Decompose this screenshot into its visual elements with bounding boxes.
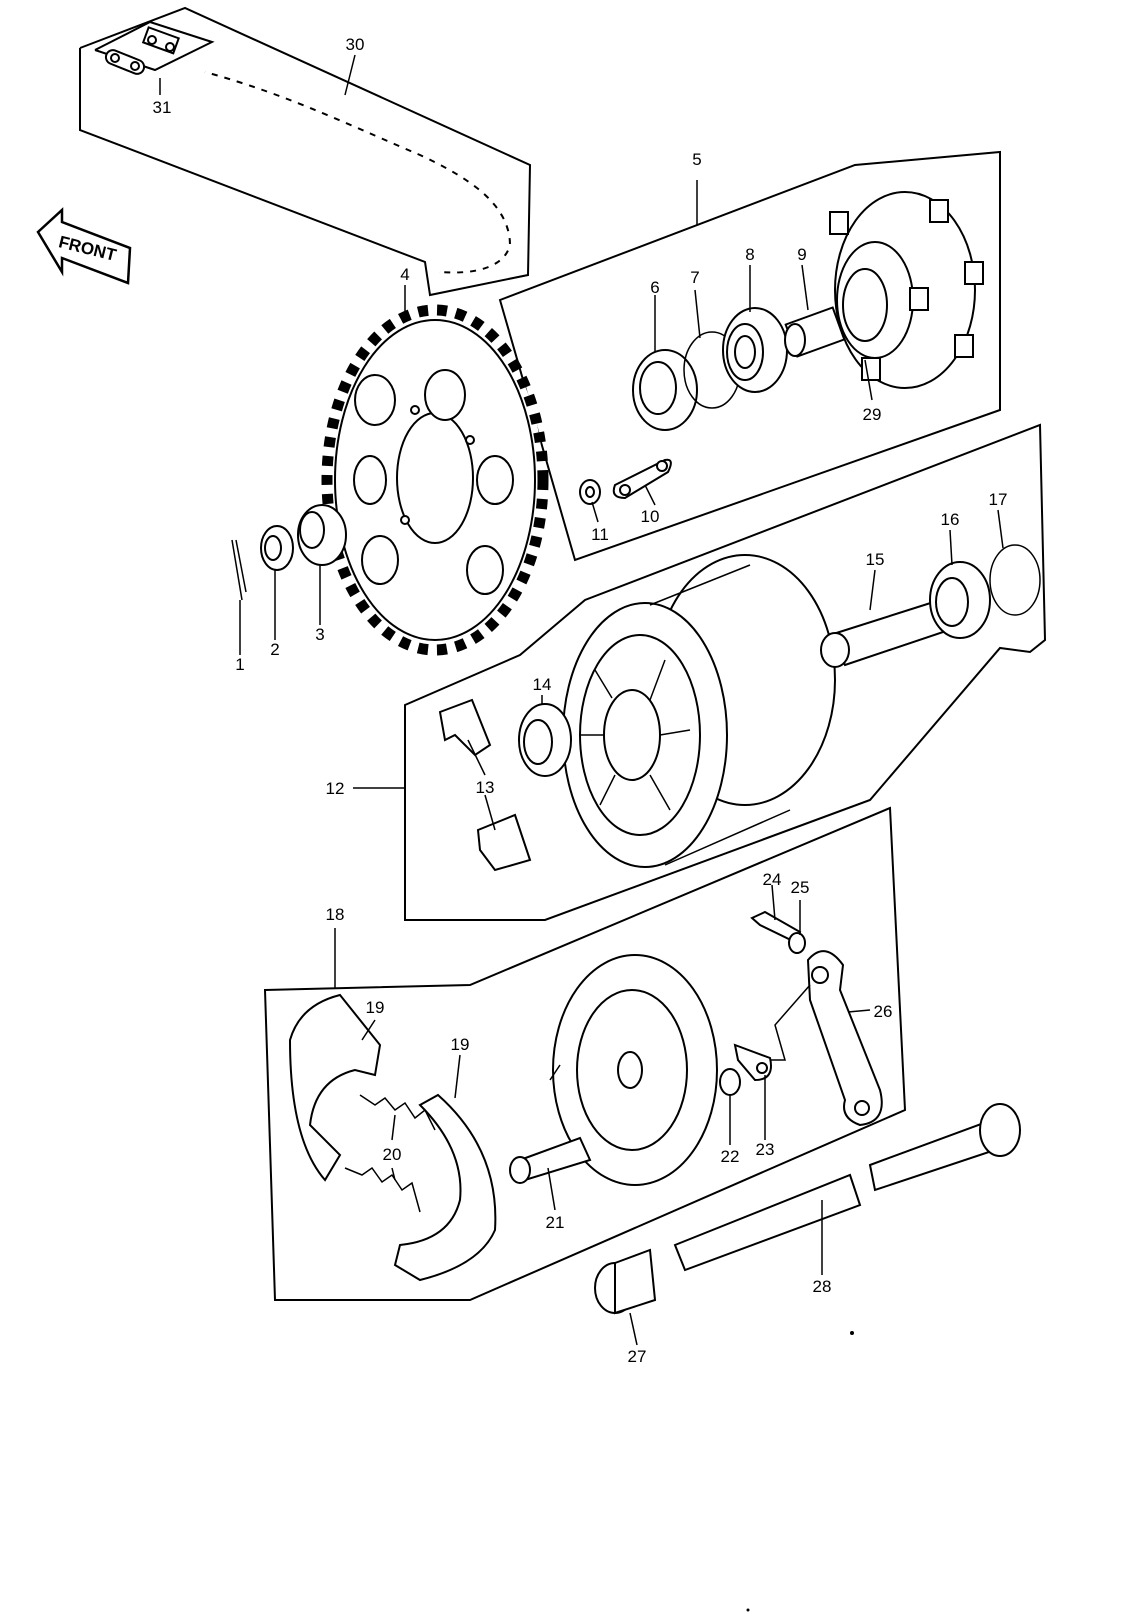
label-19b: 19: [451, 1035, 470, 1054]
label-13: 13: [476, 778, 495, 797]
brake-shoe-lower-icon: [393, 1093, 497, 1282]
rear-sprocket-icon: [321, 304, 549, 656]
brake-shoe-upper-icon: [288, 993, 382, 1182]
leader-lines: [159, 54, 1004, 1346]
label-10: 10: [641, 507, 660, 526]
brake-panel-icon: [549, 954, 718, 1186]
hub-bearing-icon: [722, 307, 788, 393]
wear-indicator-icon: [733, 1043, 772, 1082]
label-9: 9: [797, 245, 806, 264]
hub-damper-icon: [438, 698, 532, 872]
scan-speck: [746, 1608, 750, 1612]
label-11: 11: [591, 525, 609, 544]
label-18: 18: [326, 905, 345, 924]
label-12: 12: [326, 779, 345, 798]
lock-tab-washer-icon: [612, 458, 672, 500]
hub-group-outline: [498, 150, 1001, 562]
wheel-circlip-icon: [989, 544, 1041, 616]
oil-seal-icon: [632, 349, 698, 431]
label-31: 31: [153, 98, 172, 117]
label-17: 17: [989, 490, 1008, 509]
wheel-group-outline: [404, 423, 1047, 921]
wheel-bearing-left-icon: [518, 703, 572, 777]
label-6: 6: [650, 278, 659, 297]
label-21: 21: [546, 1213, 565, 1232]
label-8: 8: [745, 245, 754, 264]
bolt-washer-icon: [788, 932, 806, 954]
label-27: 27: [628, 1347, 647, 1366]
axle-sleeve-icon: [594, 1248, 657, 1315]
label-4: 4: [400, 265, 409, 284]
castle-nut-icon: [260, 525, 294, 571]
label-28: 28: [813, 1277, 832, 1296]
label-5: 5: [692, 150, 701, 169]
brake-group-outline: [263, 806, 907, 1301]
wheel-hub-icon: [562, 554, 836, 868]
label-20: 20: [383, 1145, 402, 1164]
label-16: 16: [941, 510, 960, 529]
cotter-pin-icon: [231, 539, 247, 601]
brake-cam-lever-icon: [806, 950, 883, 1127]
rear-axle-icon: [673, 1103, 1021, 1272]
label-30: 30: [346, 35, 365, 54]
label-26: 26: [874, 1002, 893, 1021]
brake-spring-icon: [344, 1094, 436, 1213]
label-1: 1: [235, 655, 244, 674]
label-7: 7: [690, 268, 699, 287]
label-24: 24: [763, 870, 782, 889]
label-23: 23: [756, 1140, 775, 1159]
hub-spacer-icon: [784, 306, 846, 358]
label-3: 3: [315, 625, 324, 644]
label-14: 14: [533, 675, 552, 694]
brake-camshaft-icon: [509, 1136, 592, 1184]
chain-group-outline: [79, 6, 532, 297]
label-25: 25: [791, 878, 810, 897]
part-number-labels: 30 31 4 5 6 7 8 9 29 10 11 1 2 3 12 13 1…: [153, 35, 1008, 1366]
sprocket-nut-icon: [579, 479, 601, 505]
label-29: 29: [863, 405, 882, 424]
cam-washer-icon: [719, 1068, 741, 1096]
front-arrow-icon: FRONT: [36, 207, 132, 285]
axle-collar-icon: [297, 504, 347, 566]
scan-speck: [850, 1331, 854, 1335]
master-link-icon: [104, 26, 180, 75]
label-22: 22: [721, 1147, 740, 1166]
label-19a: 19: [366, 998, 385, 1017]
label-15: 15: [866, 550, 885, 569]
sprocket-coupling-icon: [829, 191, 984, 389]
drive-chain-icon: [204, 69, 513, 276]
label-2: 2: [270, 640, 279, 659]
wheel-bearing-right-icon: [929, 561, 991, 639]
